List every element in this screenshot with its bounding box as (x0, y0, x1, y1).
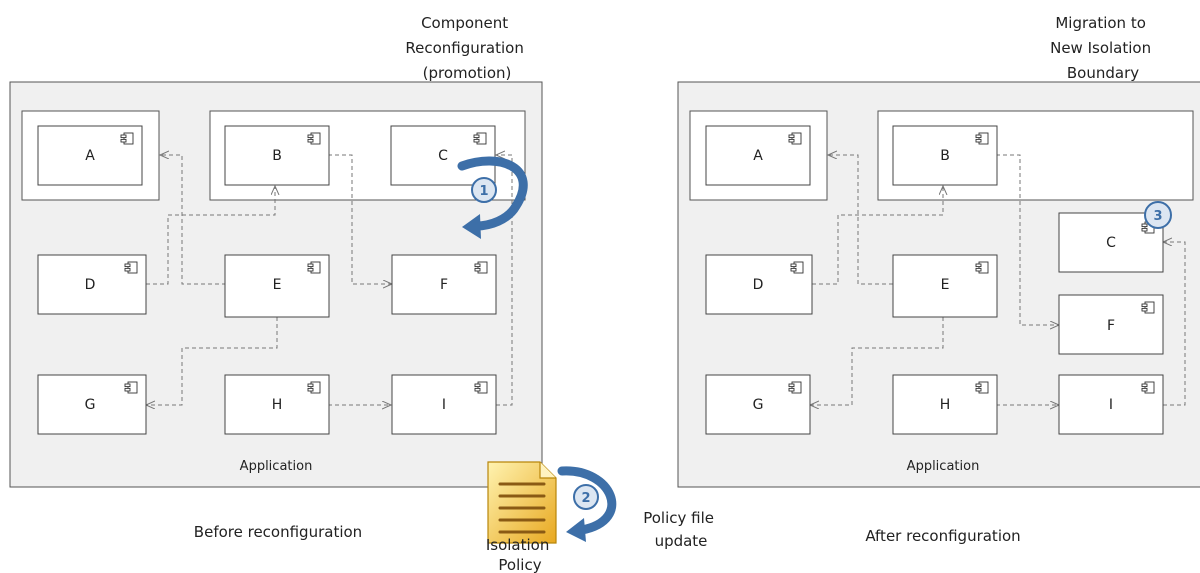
svg-text:3: 3 (1153, 209, 1162, 224)
right-component-a[interactable]: A (705, 125, 811, 186)
left-component-e[interactable]: E (224, 254, 330, 318)
right-component-d[interactable]: D (705, 254, 813, 315)
policy-document-icon (487, 461, 557, 544)
left-diagram: Component Reconfiguration (promotion) A … (9, 14, 543, 541)
left-connectors (146, 155, 513, 405)
policy-document: Isolation Policy 2 Policy file update (486, 461, 719, 573)
svg-text:E: E (273, 277, 282, 293)
svg-text:E: E (941, 277, 950, 293)
left-component-h[interactable]: H (224, 374, 330, 435)
svg-text:G: G (85, 397, 96, 413)
right-component-h[interactable]: H (892, 374, 998, 435)
svg-text:H: H (940, 397, 951, 413)
svg-text:G: G (753, 397, 764, 413)
right-component-e[interactable]: E (892, 254, 998, 318)
left-caption: Before reconfiguration (194, 523, 362, 541)
right-connectors (810, 155, 1186, 405)
left-component-i[interactable]: I (391, 374, 497, 435)
step-badge-3: 3 (1144, 201, 1172, 229)
svg-text:2: 2 (581, 491, 590, 506)
svg-text:1: 1 (479, 184, 488, 199)
svg-text:D: D (85, 277, 96, 293)
step-badge-2: 2 (573, 484, 599, 510)
right-application-label: Application (907, 459, 980, 474)
right-component-g[interactable]: G (705, 374, 811, 435)
svg-text:F: F (1107, 318, 1115, 334)
svg-text:H: H (272, 397, 283, 413)
right-diagram: Migration to New Isolation Boundary A B (677, 14, 1200, 545)
step-badge-1: 1 (471, 177, 497, 203)
left-component-d[interactable]: D (37, 254, 147, 315)
svg-text:C: C (1106, 235, 1116, 251)
left-application-label: Application (240, 459, 313, 474)
svg-text:A: A (753, 148, 763, 164)
right-component-b[interactable]: B (892, 125, 998, 186)
right-component-c[interactable]: C (1058, 212, 1164, 273)
left-component-a[interactable]: A (37, 125, 143, 186)
left-component-g[interactable]: G (37, 374, 147, 435)
svg-text:B: B (940, 148, 950, 164)
right-annotation: Migration to New Isolation Boundary (1050, 14, 1156, 82)
rotate-arrow-icon (457, 156, 528, 239)
left-component-c[interactable]: C (390, 125, 496, 186)
svg-text:F: F (440, 277, 448, 293)
svg-text:I: I (1109, 397, 1113, 413)
svg-text:B: B (272, 148, 282, 164)
right-caption: After reconfiguration (865, 527, 1020, 545)
policy-update-label: Policy file update (643, 509, 719, 550)
right-component-f[interactable]: F (1058, 294, 1164, 355)
svg-text:D: D (753, 277, 764, 293)
svg-text:C: C (438, 148, 448, 164)
svg-text:A: A (85, 148, 95, 164)
policy-document-label: Isolation Policy (486, 536, 554, 573)
left-component-f[interactable]: F (391, 254, 497, 315)
left-annotation: Component Reconfiguration (promotion) (405, 14, 528, 82)
svg-text:I: I (442, 397, 446, 413)
right-component-i[interactable]: I (1058, 374, 1164, 435)
left-component-b[interactable]: B (224, 125, 330, 186)
rotate-arrow-icon (557, 466, 617, 542)
